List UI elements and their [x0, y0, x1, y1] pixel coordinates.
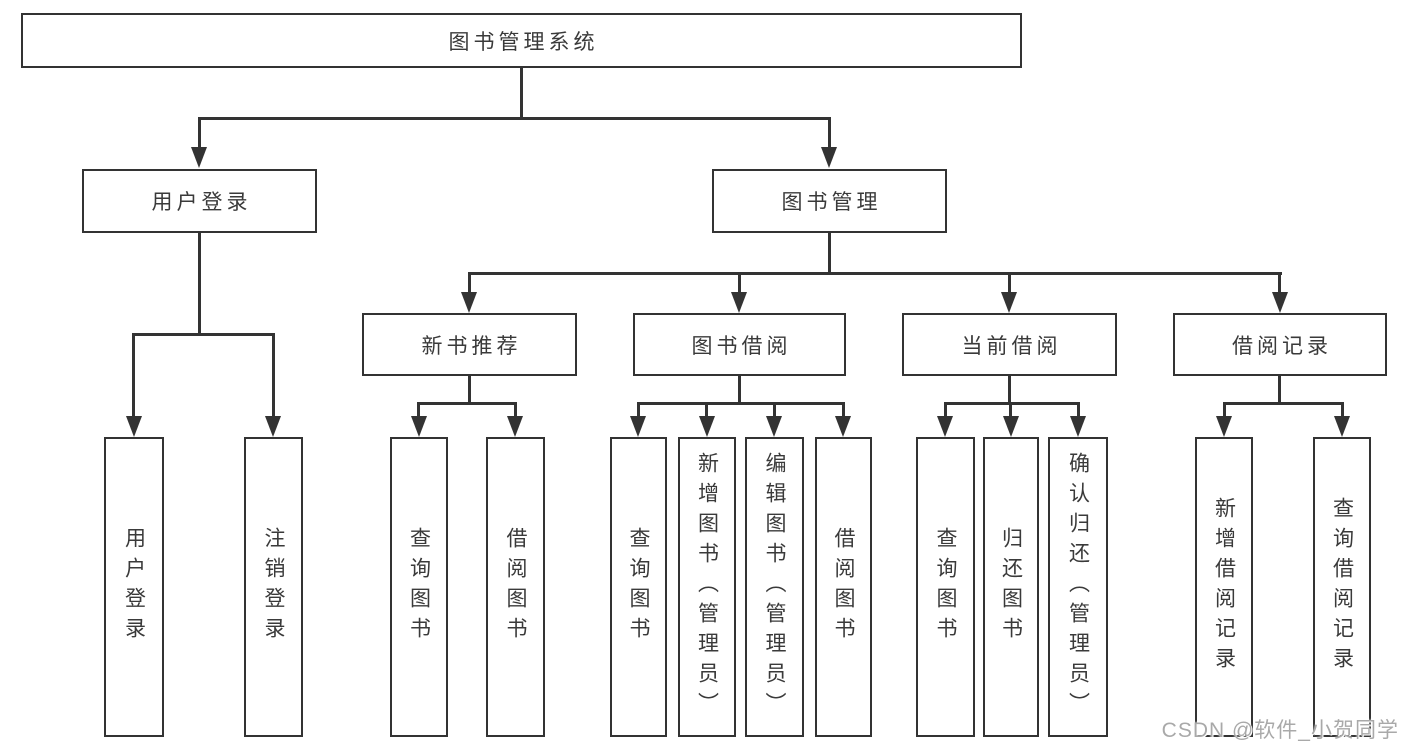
- connector-line: [1008, 376, 1011, 405]
- node-borrowing-records-label: 借阅记录: [1232, 334, 1332, 358]
- node-book-borrowing: 图书借阅: [633, 313, 846, 376]
- leaf-borrow-books-borrowing: 借阅图书: [815, 437, 872, 737]
- node-book-borrowing-label: 图书借阅: [691, 334, 792, 358]
- connector-line: [944, 402, 1080, 405]
- node-root-label: 图书管理系统: [448, 30, 599, 54]
- arrow-down-icon: [1216, 416, 1232, 437]
- leaf-borrow-books-recommend: 借阅图书: [486, 437, 545, 737]
- leaf-add-borrow-record: 新增借阅记录: [1195, 437, 1253, 737]
- node-user-login-label: 用户登录: [151, 191, 252, 214]
- connector-line: [738, 376, 741, 405]
- arrow-down-icon: [1334, 416, 1350, 437]
- connector-line: [828, 117, 831, 150]
- connector-line: [1223, 402, 1344, 405]
- connector-line: [1278, 272, 1281, 294]
- connector-line: [514, 402, 517, 418]
- leaf-confirm-return-admin-label: 确认归还（管理员）: [1066, 452, 1090, 722]
- arrow-down-icon: [1070, 416, 1086, 437]
- connector-line: [468, 272, 471, 294]
- leaf-query-books-current: 查询图书: [916, 437, 975, 737]
- connector-line: [705, 402, 708, 418]
- connector-line: [1077, 402, 1080, 418]
- connector-line: [468, 272, 1282, 275]
- arrow-down-icon: [126, 416, 142, 437]
- connector-line: [1278, 376, 1281, 405]
- connector-line: [132, 333, 135, 418]
- connector-line: [1009, 402, 1012, 418]
- leaf-query-books-recommend-label: 查询图书: [407, 527, 431, 647]
- connector-line: [132, 333, 275, 336]
- connector-line: [198, 117, 201, 150]
- leaf-borrow-books-recommend-label: 借阅图书: [504, 527, 527, 647]
- leaf-return-books: 归还图书: [983, 437, 1039, 737]
- arrow-down-icon: [766, 416, 782, 437]
- leaf-user-login-label: 用户登录: [122, 527, 146, 647]
- arrow-down-icon: [1003, 416, 1019, 437]
- connector-line: [417, 402, 517, 405]
- node-book-management: 图书管理: [712, 169, 947, 233]
- leaf-logout-login: 注销登录: [244, 437, 303, 737]
- leaf-borrow-books-borrowing-label: 借阅图书: [832, 527, 855, 647]
- arrow-down-icon: [191, 147, 207, 168]
- leaf-return-books-label: 归还图书: [999, 527, 1023, 647]
- arrow-down-icon: [265, 416, 281, 437]
- leaf-confirm-return-admin: 确认归还（管理员）: [1048, 437, 1108, 737]
- node-user-login: 用户登录: [82, 169, 317, 233]
- leaf-add-books-admin: 新增图书（管理员）: [678, 437, 736, 737]
- leaf-query-books-borrowing-label: 查询图书: [627, 527, 650, 647]
- connector-line: [637, 402, 640, 418]
- connector-line: [944, 402, 947, 418]
- arrow-down-icon: [1001, 292, 1017, 313]
- arrow-down-icon: [507, 416, 523, 437]
- leaf-query-books-recommend: 查询图书: [390, 437, 448, 737]
- arrow-down-icon: [821, 147, 837, 168]
- arrow-down-icon: [461, 292, 477, 313]
- csdn-watermark: CSDN @软件_小贺同学: [1161, 719, 1399, 742]
- node-book-management-label: 图书管理: [781, 191, 882, 214]
- node-borrowing-records: 借阅记录: [1173, 313, 1387, 376]
- arrow-down-icon: [411, 416, 427, 437]
- leaf-edit-books-admin: 编辑图书（管理员）: [745, 437, 804, 737]
- connector-line: [198, 233, 201, 336]
- connector-line: [1008, 272, 1011, 294]
- connector-line: [520, 68, 523, 120]
- arrow-down-icon: [731, 292, 747, 313]
- connector-line: [738, 272, 741, 294]
- leaf-edit-books-admin-label: 编辑图书（管理员）: [763, 452, 786, 722]
- connector-line: [272, 333, 275, 418]
- node-new-book-recommendation-label: 新书推荐: [421, 334, 522, 358]
- node-new-book-recommendation: 新书推荐: [362, 313, 577, 376]
- arrow-down-icon: [699, 416, 715, 437]
- leaf-add-books-admin-label: 新增图书（管理员）: [695, 452, 719, 722]
- leaf-user-login: 用户登录: [104, 437, 164, 737]
- leaf-query-books-current-label: 查询图书: [934, 527, 957, 647]
- node-current-borrowing: 当前借阅: [902, 313, 1117, 376]
- node-root: 图书管理系统: [21, 13, 1022, 68]
- connector-line: [828, 233, 831, 275]
- arrow-down-icon: [937, 416, 953, 437]
- connector-line: [1223, 402, 1226, 418]
- leaf-query-books-borrowing: 查询图书: [610, 437, 667, 737]
- connector-line: [1341, 402, 1344, 418]
- connector-line: [842, 402, 845, 418]
- connector-line: [468, 376, 471, 405]
- leaf-add-borrow-record-label: 新增借阅记录: [1212, 497, 1236, 677]
- connector-line: [637, 402, 845, 405]
- connector-line: [417, 402, 420, 418]
- node-current-borrowing-label: 当前借阅: [961, 334, 1062, 358]
- leaf-logout-login-label: 注销登录: [262, 527, 285, 647]
- arrow-down-icon: [835, 416, 851, 437]
- arrow-down-icon: [1272, 292, 1288, 313]
- leaf-query-borrow-record: 查询借阅记录: [1313, 437, 1371, 737]
- connector-line: [198, 117, 831, 120]
- arrow-down-icon: [630, 416, 646, 437]
- connector-line: [773, 402, 776, 418]
- leaf-query-borrow-record-label: 查询借阅记录: [1330, 497, 1354, 677]
